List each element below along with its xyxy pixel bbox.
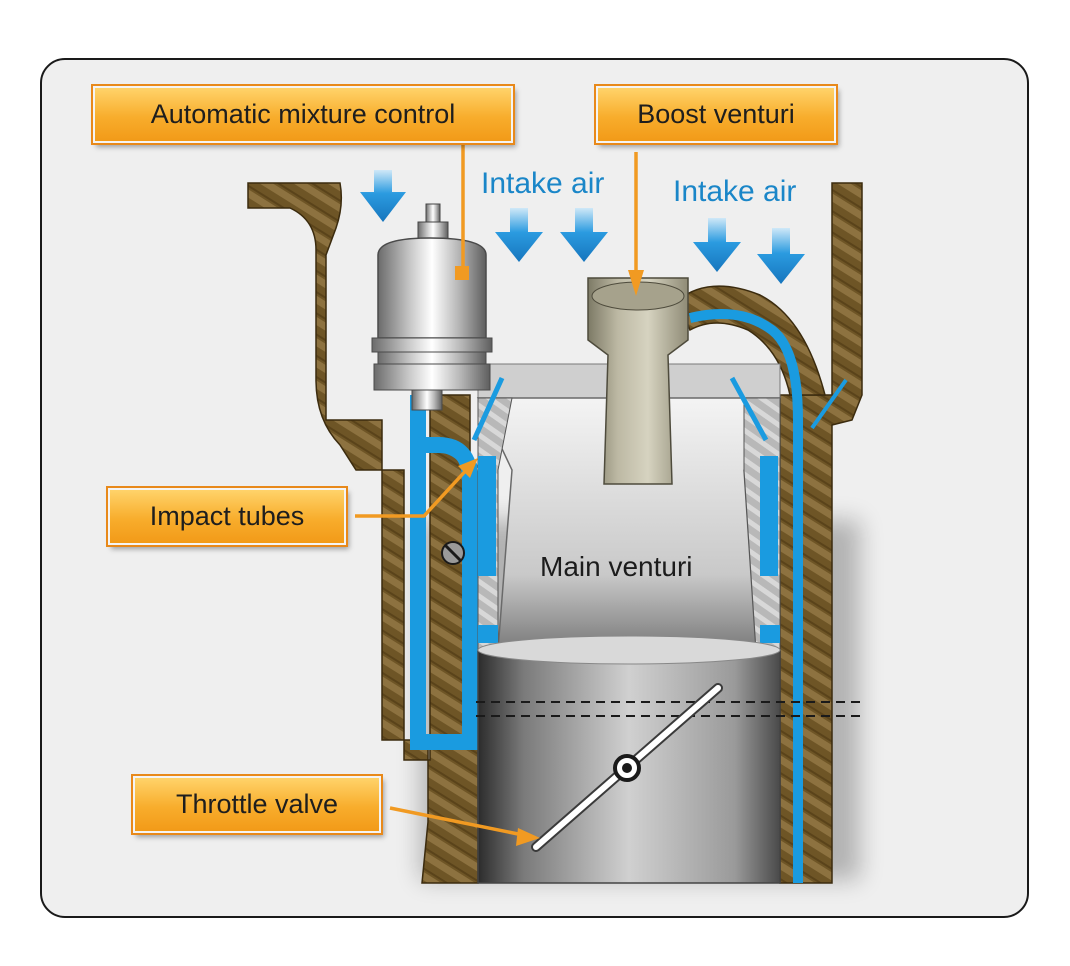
air-flow-arrows (360, 170, 805, 284)
arrow-down-icon (495, 208, 543, 262)
right-fuel-passage (688, 309, 803, 883)
intake-air-label-right: Intake air (673, 175, 797, 208)
callout-leaders (355, 133, 644, 846)
arrow-down-icon (757, 228, 805, 284)
boost-venturi (587, 277, 689, 485)
arrow-down-icon (560, 208, 608, 262)
housing-left-wall (247, 182, 479, 884)
callout-impact-tubes: Impact tubes (106, 486, 348, 547)
main-venturi-label: Main venturi (540, 551, 693, 582)
mixture-control-unit (371, 203, 493, 411)
callout-boost-venturi: Boost venturi (594, 84, 838, 145)
arrow-down-icon (693, 218, 741, 272)
callout-automatic-mixture-control: Automatic mixture control (91, 84, 515, 145)
intake-air-label-left: Intake air (481, 167, 605, 200)
arrow-down-icon (360, 170, 406, 222)
callout-throttle-valve: Throttle valve (131, 774, 383, 835)
